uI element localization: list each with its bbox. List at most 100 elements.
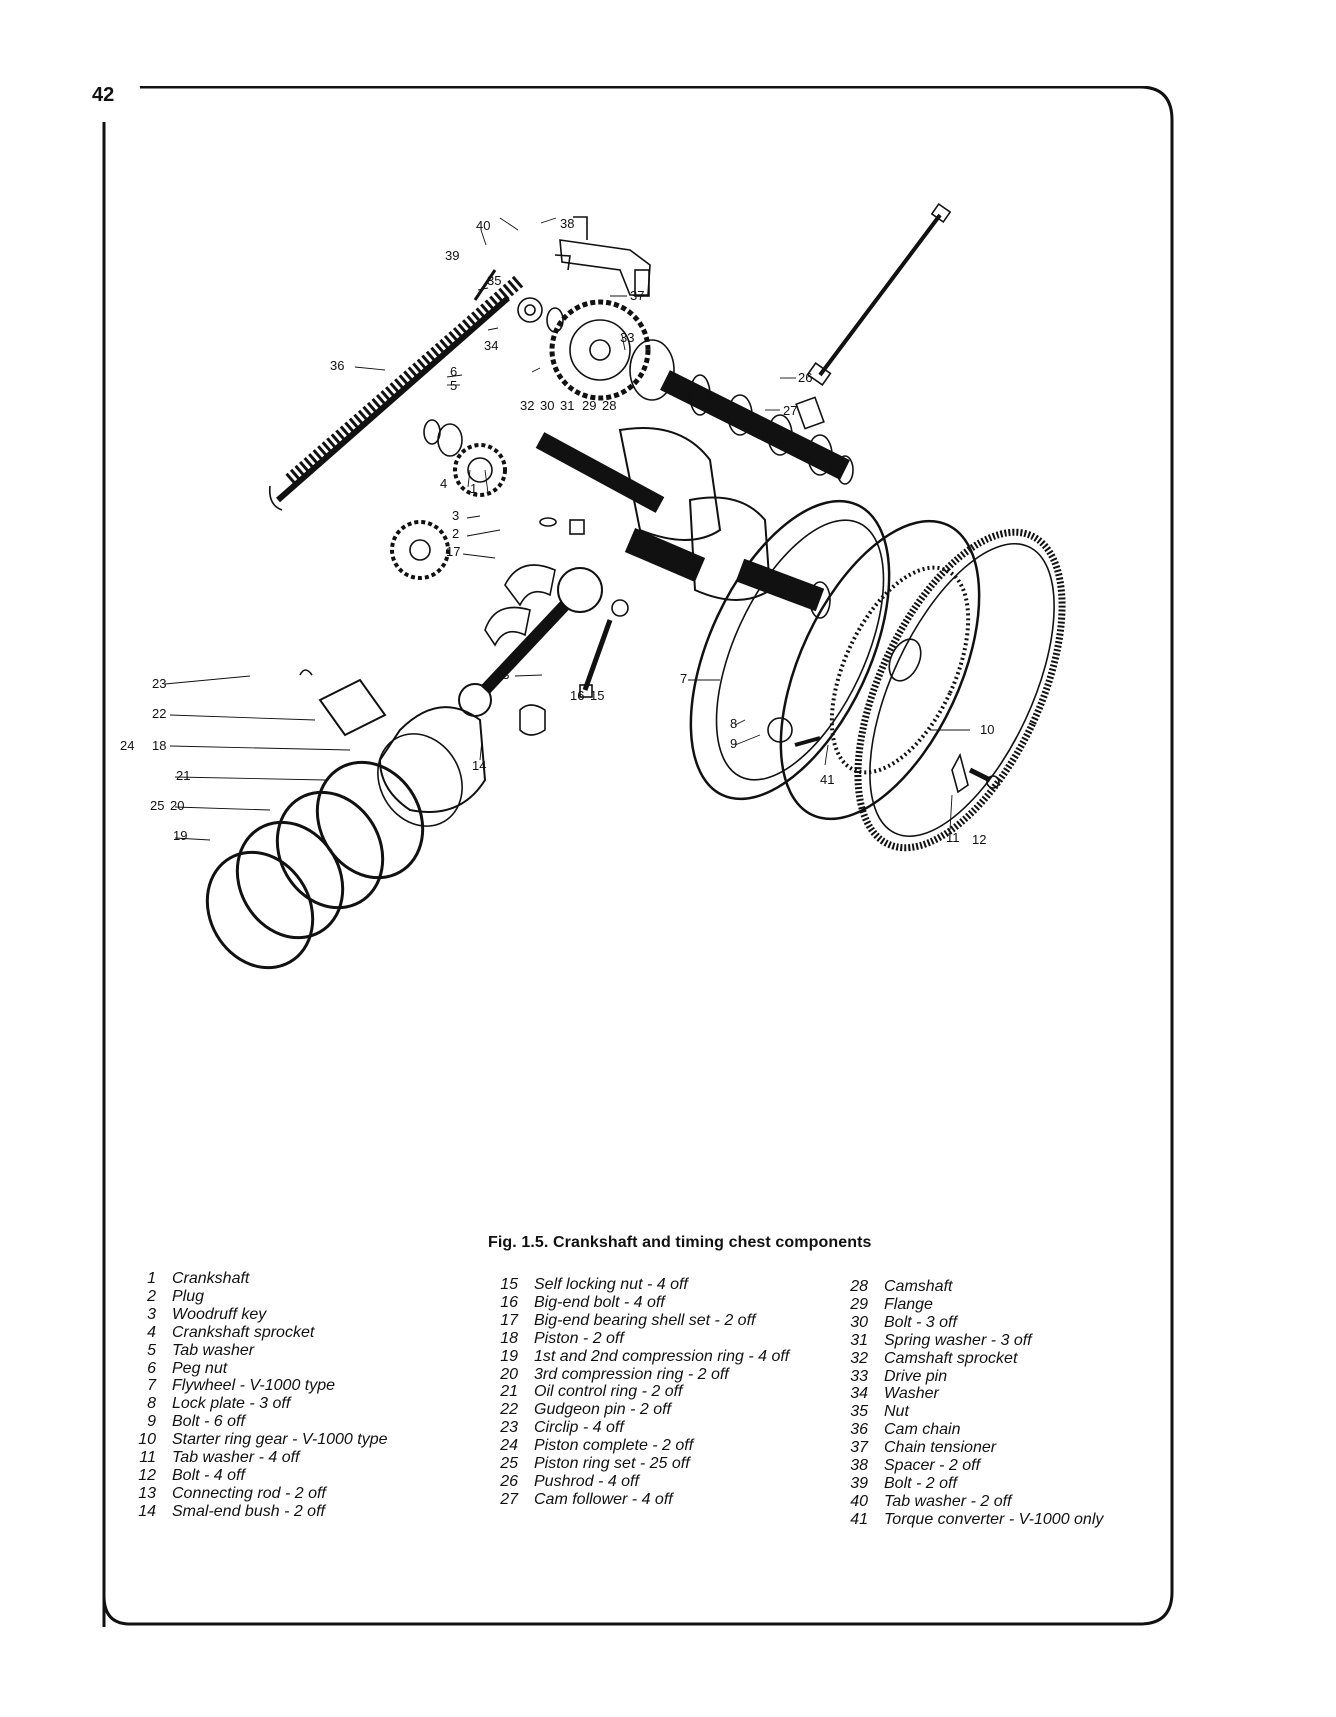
- legend-item: 19 1st and 2nd compression ring - 4 off: [490, 1348, 789, 1366]
- chain-tensioner: [554, 216, 651, 297]
- legend-text: Bolt - 4 off: [172, 1466, 245, 1484]
- svg-text:14: 14: [472, 758, 486, 773]
- svg-text:11: 11: [946, 830, 960, 845]
- legend-text: Torque converter - V-1000 only: [884, 1510, 1104, 1528]
- page-frame: [102, 86, 1174, 1627]
- legend-text: Connecting rod - 2 off: [172, 1484, 326, 1502]
- legend-number: 26: [500, 1472, 518, 1490]
- legend-number: 20: [500, 1365, 518, 1383]
- figure-caption: Fig. 1.5. Crankshaft and timing chest co…: [488, 1234, 872, 1251]
- legend-text: Lock plate - 3 off: [172, 1395, 291, 1413]
- svg-text:21: 21: [176, 768, 190, 783]
- legend-text: Gudgeon pin - 2 off: [534, 1401, 671, 1419]
- legend-item: 40 Tab washer - 2 off: [840, 1493, 1103, 1511]
- legend-number: 37: [850, 1439, 868, 1457]
- legend-text: Crankshaft sprocket: [172, 1323, 315, 1341]
- legend-text: Tab washer - 2 off: [884, 1492, 1012, 1510]
- legend-text: Piston complete - 2 off: [534, 1437, 694, 1455]
- svg-text:9: 9: [730, 736, 737, 751]
- legend-number: 11: [139, 1449, 156, 1467]
- legend-text: Woodruff key: [172, 1305, 267, 1323]
- svg-text:25: 25: [150, 798, 164, 813]
- legend-item: 17 Big-end bearing shell set - 2 off: [490, 1312, 789, 1330]
- svg-text:26: 26: [798, 370, 812, 385]
- legend-text: Piston - 2 off: [534, 1329, 624, 1347]
- crankshaft-sprocket: [390, 443, 507, 580]
- legend-text: Peg nut: [172, 1359, 228, 1377]
- legend-text: Cam follower - 4 off: [534, 1490, 673, 1508]
- svg-text:39: 39: [445, 248, 459, 263]
- svg-text:2: 2: [452, 526, 459, 541]
- legend-item: 26 Pushrod - 4 off: [490, 1473, 789, 1491]
- svg-text:20: 20: [170, 798, 184, 813]
- svg-text:36: 36: [330, 358, 344, 373]
- legend-number: 40: [850, 1492, 868, 1510]
- legend-number: 35: [850, 1403, 868, 1421]
- legend-number: 23: [500, 1419, 518, 1437]
- legend-number: 12: [138, 1466, 156, 1484]
- svg-text:15: 15: [590, 688, 604, 703]
- legend-item: 2 Plug: [128, 1288, 388, 1306]
- legend-text: Bolt - 6 off: [172, 1413, 245, 1431]
- svg-text:3: 3: [452, 508, 459, 523]
- legend-text: Big-end bearing shell set - 2 off: [534, 1311, 756, 1329]
- legend-text: 3rd compression ring - 2 off: [534, 1365, 729, 1383]
- legend-number: 19: [500, 1347, 518, 1365]
- legend-text: Tab washer: [172, 1341, 255, 1359]
- legend-text: Piston ring set - 25 off: [534, 1455, 690, 1473]
- flywheel: [689, 499, 891, 801]
- legend-number: 38: [850, 1457, 868, 1475]
- crankshaft: [535, 427, 831, 619]
- legend-text: Nut: [884, 1403, 909, 1421]
- svg-text:16: 16: [570, 688, 584, 703]
- legend-text: Flange: [884, 1295, 933, 1313]
- svg-text:32: 32: [520, 398, 534, 413]
- legend-item: 20 3rd compression ring - 2 off: [490, 1366, 789, 1384]
- legend-text: Flywheel - V-1000 type: [172, 1377, 336, 1395]
- legend-number: 24: [500, 1437, 518, 1455]
- svg-text:34: 34: [484, 338, 498, 353]
- legend-item: 35 Nut: [840, 1403, 1103, 1421]
- svg-text:17: 17: [446, 544, 460, 559]
- legend-text: Crankshaft: [172, 1270, 250, 1287]
- svg-text:24: 24: [120, 738, 134, 753]
- legend-text: Plug: [172, 1287, 205, 1305]
- legend-number: 4: [147, 1323, 156, 1341]
- legend-number: 2: [147, 1287, 156, 1305]
- legend-number: 13: [138, 1484, 156, 1502]
- page-number: 42: [92, 84, 115, 106]
- svg-text:19: 19: [173, 828, 187, 843]
- legend-number: 16: [500, 1293, 518, 1311]
- legend-number: 21: [500, 1383, 518, 1401]
- legend-text: Smal-end bush - 2 off: [172, 1502, 325, 1520]
- legend-text: Pushrod - 4 off: [534, 1472, 639, 1490]
- legend-number: 41: [850, 1510, 868, 1528]
- legend-text: 1st and 2nd compression ring - 4 off: [534, 1347, 790, 1365]
- piston: [299, 669, 487, 827]
- svg-text:23: 23: [152, 676, 166, 691]
- legend-number: 15: [500, 1276, 518, 1293]
- legend-number: 17: [500, 1311, 518, 1329]
- legend-item: 12 Bolt - 4 off: [128, 1467, 388, 1485]
- legend-number: 7: [147, 1377, 156, 1395]
- legend-item: 4 Crankshaft sprocket: [128, 1324, 388, 1342]
- svg-text:33: 33: [620, 330, 634, 345]
